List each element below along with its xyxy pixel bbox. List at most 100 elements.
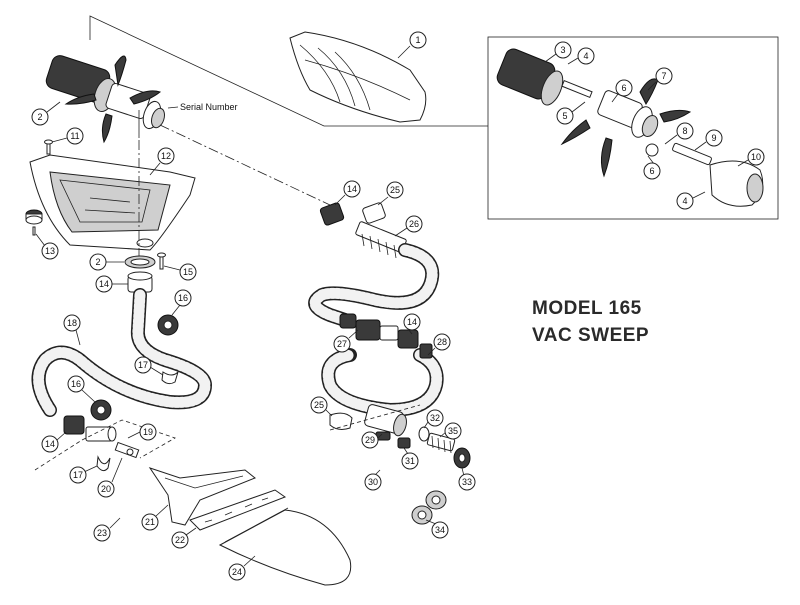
part-bracket-20	[114, 441, 140, 459]
part-motor-assembly	[45, 55, 165, 144]
callout-16-lower: 16	[67, 375, 96, 403]
part-valve-29	[364, 404, 407, 441]
part-ring-2-lower	[124, 255, 156, 269]
svg-text:34: 34	[435, 525, 445, 535]
svg-text:20: 20	[101, 484, 111, 494]
svg-text:17: 17	[73, 470, 83, 480]
svg-text:6: 6	[621, 83, 626, 93]
svg-text:5: 5	[562, 111, 567, 121]
model-name-title: VAC SWEEP	[532, 325, 650, 346]
model-number-title: MODEL 165	[532, 298, 642, 319]
svg-text:14: 14	[99, 279, 109, 289]
svg-text:18: 18	[67, 318, 77, 328]
svg-text:15: 15	[183, 267, 193, 277]
callout-7: 7	[647, 67, 673, 91]
part-debris-bag-24	[218, 507, 352, 586]
part-main-housing	[29, 154, 196, 251]
callout-25-lower: 25	[310, 396, 333, 417]
svg-text:19: 19	[143, 427, 153, 437]
callout-11: 11	[51, 127, 84, 145]
part-bumper-34-b	[425, 490, 447, 510]
svg-text:30: 30	[368, 477, 378, 487]
svg-text:25: 25	[390, 185, 400, 195]
part-cover	[289, 31, 427, 123]
part-screw-11	[44, 139, 53, 155]
callout-14-top-right: 14	[334, 180, 361, 206]
callout-23: 23	[93, 517, 121, 542]
svg-text:11: 11	[70, 131, 79, 141]
svg-text:1: 1	[415, 35, 420, 45]
inset-leader	[89, 15, 488, 127]
part-clip-17-upper	[161, 371, 179, 385]
svg-text:35: 35	[448, 426, 458, 436]
part-pad-13	[25, 209, 43, 236]
part-sleeve-25-top	[362, 202, 386, 224]
callout-33: 33	[458, 467, 476, 491]
callout-31: 31	[401, 447, 419, 470]
svg-text:14: 14	[45, 439, 55, 449]
callout-3: 3	[544, 41, 572, 63]
callout-4-top: 4	[567, 47, 595, 65]
callout-8: 8	[664, 122, 694, 145]
callout-9: 9	[694, 129, 723, 151]
callout-30: 30	[364, 469, 382, 491]
part-nut-14-top	[319, 202, 345, 226]
svg-text:21: 21	[145, 517, 155, 527]
callout-29: 29	[361, 431, 383, 449]
callout-6-lower: 6	[643, 155, 661, 180]
svg-text:7: 7	[661, 71, 666, 81]
part-swivel-14-upper	[127, 271, 153, 293]
group-30-outline	[329, 404, 421, 431]
svg-text:12: 12	[161, 151, 171, 161]
callout-22: 22	[171, 527, 197, 549]
svg-text:33: 33	[462, 477, 472, 487]
callout-16-upper: 16	[171, 289, 192, 316]
svg-text:14: 14	[407, 317, 417, 327]
svg-text:17: 17	[138, 360, 148, 370]
callout-26: 26	[394, 215, 423, 237]
callout-25-top: 25	[377, 181, 404, 206]
svg-text:10: 10	[751, 152, 761, 162]
svg-text:16: 16	[178, 293, 188, 303]
part-weight-16-lower	[90, 399, 112, 421]
callout-35: 35	[439, 422, 462, 440]
serial-number-label: Serial Number	[180, 102, 238, 112]
callout-17-lower: 17	[69, 465, 98, 484]
callout-15: 15	[163, 263, 197, 281]
svg-text:25: 25	[314, 400, 324, 410]
callout-28: 28	[427, 333, 451, 356]
part-roller-bar-22	[189, 489, 287, 531]
part-weight-16-upper	[157, 314, 179, 336]
callout-24: 24	[228, 555, 256, 581]
callout-1: 1	[397, 31, 427, 59]
callout-10: 10	[737, 148, 765, 167]
svg-text:28: 28	[437, 337, 447, 347]
svg-text:27: 27	[337, 339, 347, 349]
callout-6-top: 6	[611, 79, 633, 103]
svg-text:2: 2	[37, 112, 42, 122]
callout-19: 19	[127, 423, 157, 441]
svg-text:4: 4	[682, 196, 687, 206]
callout-21: 21	[141, 504, 169, 531]
part-bumper-34-a	[411, 505, 433, 525]
detail-inset-box	[487, 36, 779, 220]
callout-14-mid-right: 14	[403, 313, 421, 335]
svg-text:2: 2	[95, 257, 100, 267]
callout-20: 20	[97, 457, 123, 498]
callout-2-top: 2	[31, 101, 61, 126]
part-screw-15	[157, 252, 166, 270]
part-cap-33	[453, 447, 471, 469]
svg-text:16: 16	[71, 379, 81, 389]
svg-text:3: 3	[560, 45, 565, 55]
svg-text:8: 8	[682, 126, 687, 136]
callout-12: 12	[149, 147, 175, 176]
callout-14-upper-left: 14	[95, 275, 128, 293]
svg-text:32: 32	[430, 413, 440, 423]
callout-18: 18	[63, 314, 81, 346]
callout-32: 32	[423, 409, 444, 429]
centerline-1	[159, 124, 331, 206]
callout-4-lower: 4	[676, 191, 706, 210]
svg-text:6: 6	[649, 166, 654, 176]
svg-text:26: 26	[409, 219, 419, 229]
